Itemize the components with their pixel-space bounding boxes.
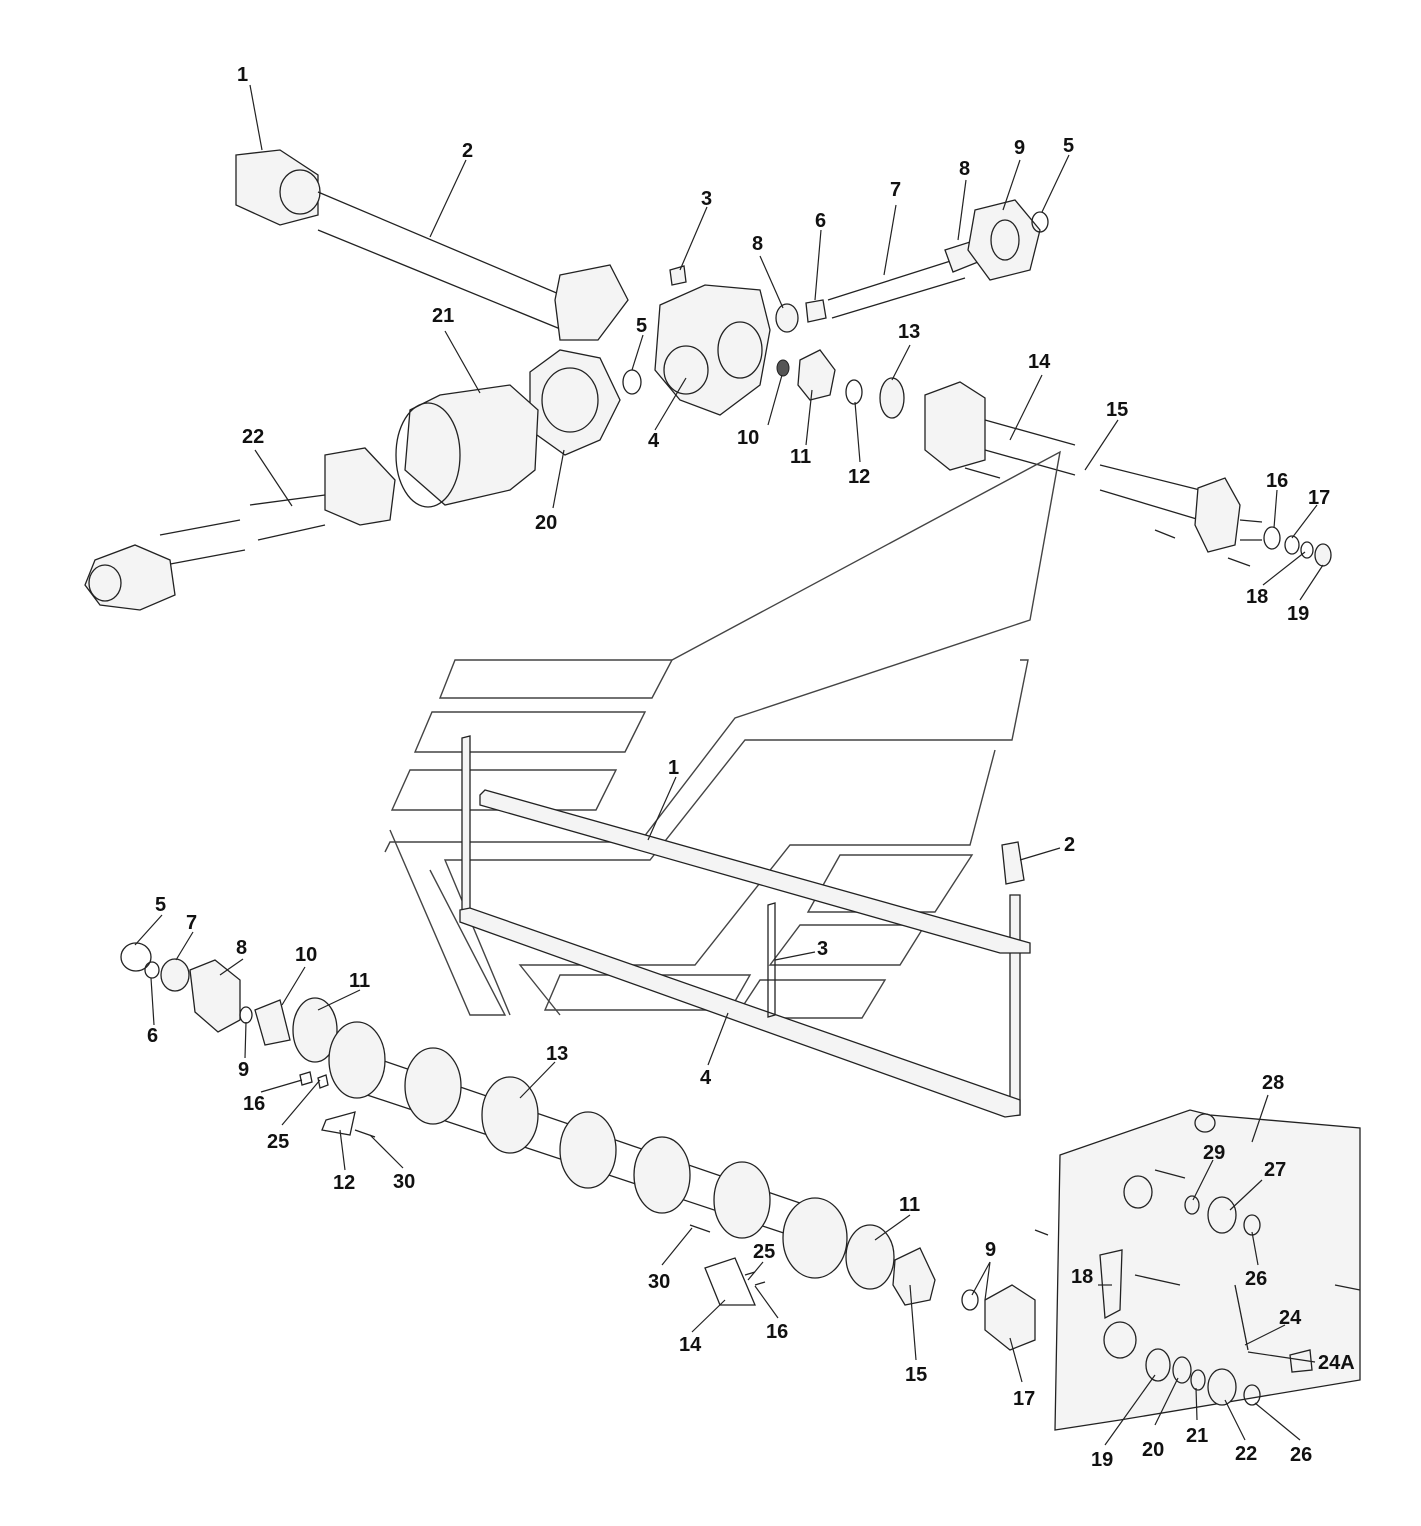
callout-lower-26b: 26: [1290, 1444, 1312, 1466]
callout-lower-11a: 11: [349, 970, 370, 992]
callout-upper-20: 20: [535, 512, 557, 534]
callout-lower-10: 10: [295, 944, 317, 966]
callout-lower-7: 7: [186, 912, 197, 934]
callout-lower-30a: 30: [393, 1171, 415, 1193]
frame-assembly: [459, 735, 1031, 1118]
callout-middle-4: 4: [700, 1067, 712, 1089]
callout-middle-2: 2: [1064, 834, 1075, 856]
callout-upper-9: 9: [1014, 137, 1025, 159]
callout-upper-14: 14: [1028, 351, 1051, 373]
callout-lower-28: 28: [1262, 1072, 1284, 1094]
callout-lower-5: 5: [155, 894, 166, 916]
callout-upper-8a: 8: [752, 233, 763, 255]
callout-upper-21: 21: [432, 305, 454, 327]
callout-upper-16: 16: [1266, 470, 1288, 492]
side-plate-assembly: [1034, 1109, 1361, 1431]
callout-lower-25a: 25: [267, 1131, 289, 1153]
callout-lower-21: 21: [1186, 1425, 1208, 1447]
callout-lower-29: 29: [1203, 1142, 1225, 1164]
callout-lower-16a: 16: [243, 1093, 265, 1115]
callout-upper-12: 12: [848, 466, 870, 488]
callout-lower-13: 13: [546, 1043, 568, 1065]
callout-upper-2: 2: [462, 140, 473, 162]
callout-lower-14: 14: [679, 1334, 702, 1356]
frame-outline-background: [384, 450, 1061, 1019]
callout-upper-8b: 8: [959, 158, 970, 180]
callout-lower-25b: 25: [753, 1241, 775, 1263]
callout-middle-1: 1: [668, 757, 679, 779]
lower-rotor-assembly: [120, 942, 1036, 1351]
callout-lower-9a: 9: [238, 1059, 249, 1081]
callout-lower-17: 17: [1013, 1388, 1035, 1410]
callout-lower-9b: 9: [985, 1239, 996, 1261]
callout-upper-6: 6: [815, 210, 826, 232]
callout-upper-19: 19: [1287, 603, 1309, 625]
callout-lower-16b: 16: [766, 1321, 788, 1343]
callout-lower-22: 22: [1235, 1443, 1257, 1465]
callout-upper-3: 3: [701, 188, 712, 210]
callout-lower-12: 12: [333, 1172, 355, 1194]
callout-upper-11: 11: [790, 446, 811, 468]
callout-lower-24a: 24A: [1318, 1352, 1355, 1374]
callout-lower-8: 8: [236, 937, 247, 959]
callout-lower-26a: 26: [1245, 1268, 1267, 1290]
callout-upper-5b: 5: [1063, 135, 1074, 157]
callout-upper-17: 17: [1308, 487, 1330, 509]
callout-lower-20: 20: [1142, 1439, 1164, 1461]
callout-middle-3: 3: [817, 938, 828, 960]
callout-upper-1: 1: [237, 64, 248, 86]
callout-upper-15: 15: [1106, 399, 1128, 421]
callouts-lower: 5 7 8 10 11 6 9 16 25 12 30 13 11 25 30 …: [147, 894, 1355, 1471]
upper-drive-assembly: [84, 149, 1332, 611]
callout-lower-11b: 11: [899, 1194, 920, 1216]
callout-lower-18: 18: [1071, 1266, 1093, 1288]
callouts-middle: 1 2 3 4: [668, 757, 1075, 1089]
callout-upper-7: 7: [890, 179, 901, 201]
callouts-upper: 1 2 3 5 4 8 6 7 8 9 5 21 10 11 12 13 14 …: [237, 64, 1330, 625]
callout-lower-19: 19: [1091, 1449, 1113, 1471]
callout-upper-5a: 5: [636, 315, 647, 337]
callout-upper-22: 22: [242, 426, 264, 448]
callout-lower-15: 15: [905, 1364, 927, 1386]
callout-lower-6: 6: [147, 1025, 158, 1047]
callout-lower-27: 27: [1264, 1159, 1286, 1181]
callout-upper-4: 4: [648, 430, 660, 452]
callout-lower-30b: 30: [648, 1271, 670, 1293]
callout-upper-18: 18: [1246, 586, 1268, 608]
leader-lines: [134, 84, 1324, 1446]
callout-upper-13: 13: [898, 321, 920, 343]
callout-upper-10: 10: [737, 427, 759, 449]
callout-lower-24: 24: [1279, 1307, 1302, 1329]
